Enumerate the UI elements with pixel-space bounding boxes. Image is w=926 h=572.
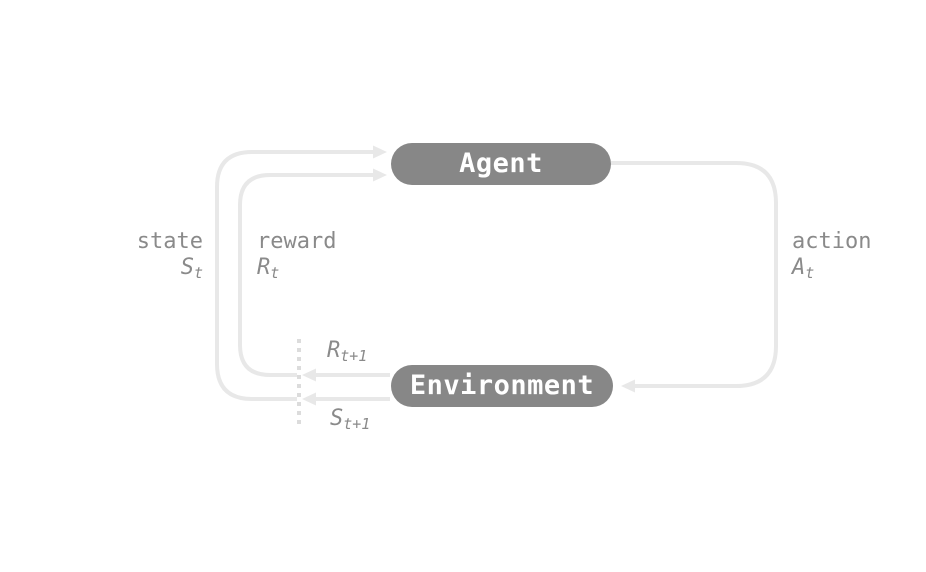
- state-arrowhead-icon: [373, 145, 387, 159]
- reward-label: reward: [257, 229, 337, 254]
- state-flow-line: [215, 150, 373, 401]
- reward-next-arrowhead-icon: [302, 368, 316, 382]
- reward-var-label: Rt: [257, 255, 279, 282]
- reward-flow-line: [238, 173, 373, 377]
- reward-next-var-subscript: t+1: [340, 347, 368, 365]
- state-var-subscript: t: [193, 264, 203, 282]
- action-flow-line: [611, 161, 778, 388]
- reward-arrowhead-icon: [373, 168, 387, 182]
- state-next-arrow: [302, 392, 390, 406]
- agent-node: Agent: [391, 143, 611, 185]
- reward-next-var-letter: R: [327, 338, 341, 363]
- action-var-subscript: t: [805, 264, 815, 282]
- action-flow-arrow: [611, 161, 778, 393]
- state-next-var-letter: S: [330, 406, 344, 431]
- state-next-var-subscript: t+1: [343, 415, 371, 433]
- state-next-arrowhead-icon: [302, 392, 316, 406]
- action-var-letter: A: [792, 255, 806, 280]
- state-label: state: [136, 229, 203, 254]
- reward-next-var-label: Rt+1: [327, 338, 367, 365]
- reward-var-letter: R: [257, 255, 271, 280]
- action-label: action: [792, 229, 872, 254]
- reward-flow-arrow: [238, 168, 387, 377]
- environment-node: Environment: [391, 365, 613, 407]
- reward-var-subscript: t: [270, 264, 280, 282]
- state-next-var-label: St+1: [330, 406, 370, 433]
- state-var-letter: S: [180, 255, 194, 280]
- reward-next-arrow: [302, 368, 390, 382]
- state-flow-arrow: [215, 145, 387, 401]
- action-arrowhead-icon: [621, 379, 635, 393]
- action-var-label: At: [792, 255, 814, 282]
- state-var-label: St: [103, 255, 203, 282]
